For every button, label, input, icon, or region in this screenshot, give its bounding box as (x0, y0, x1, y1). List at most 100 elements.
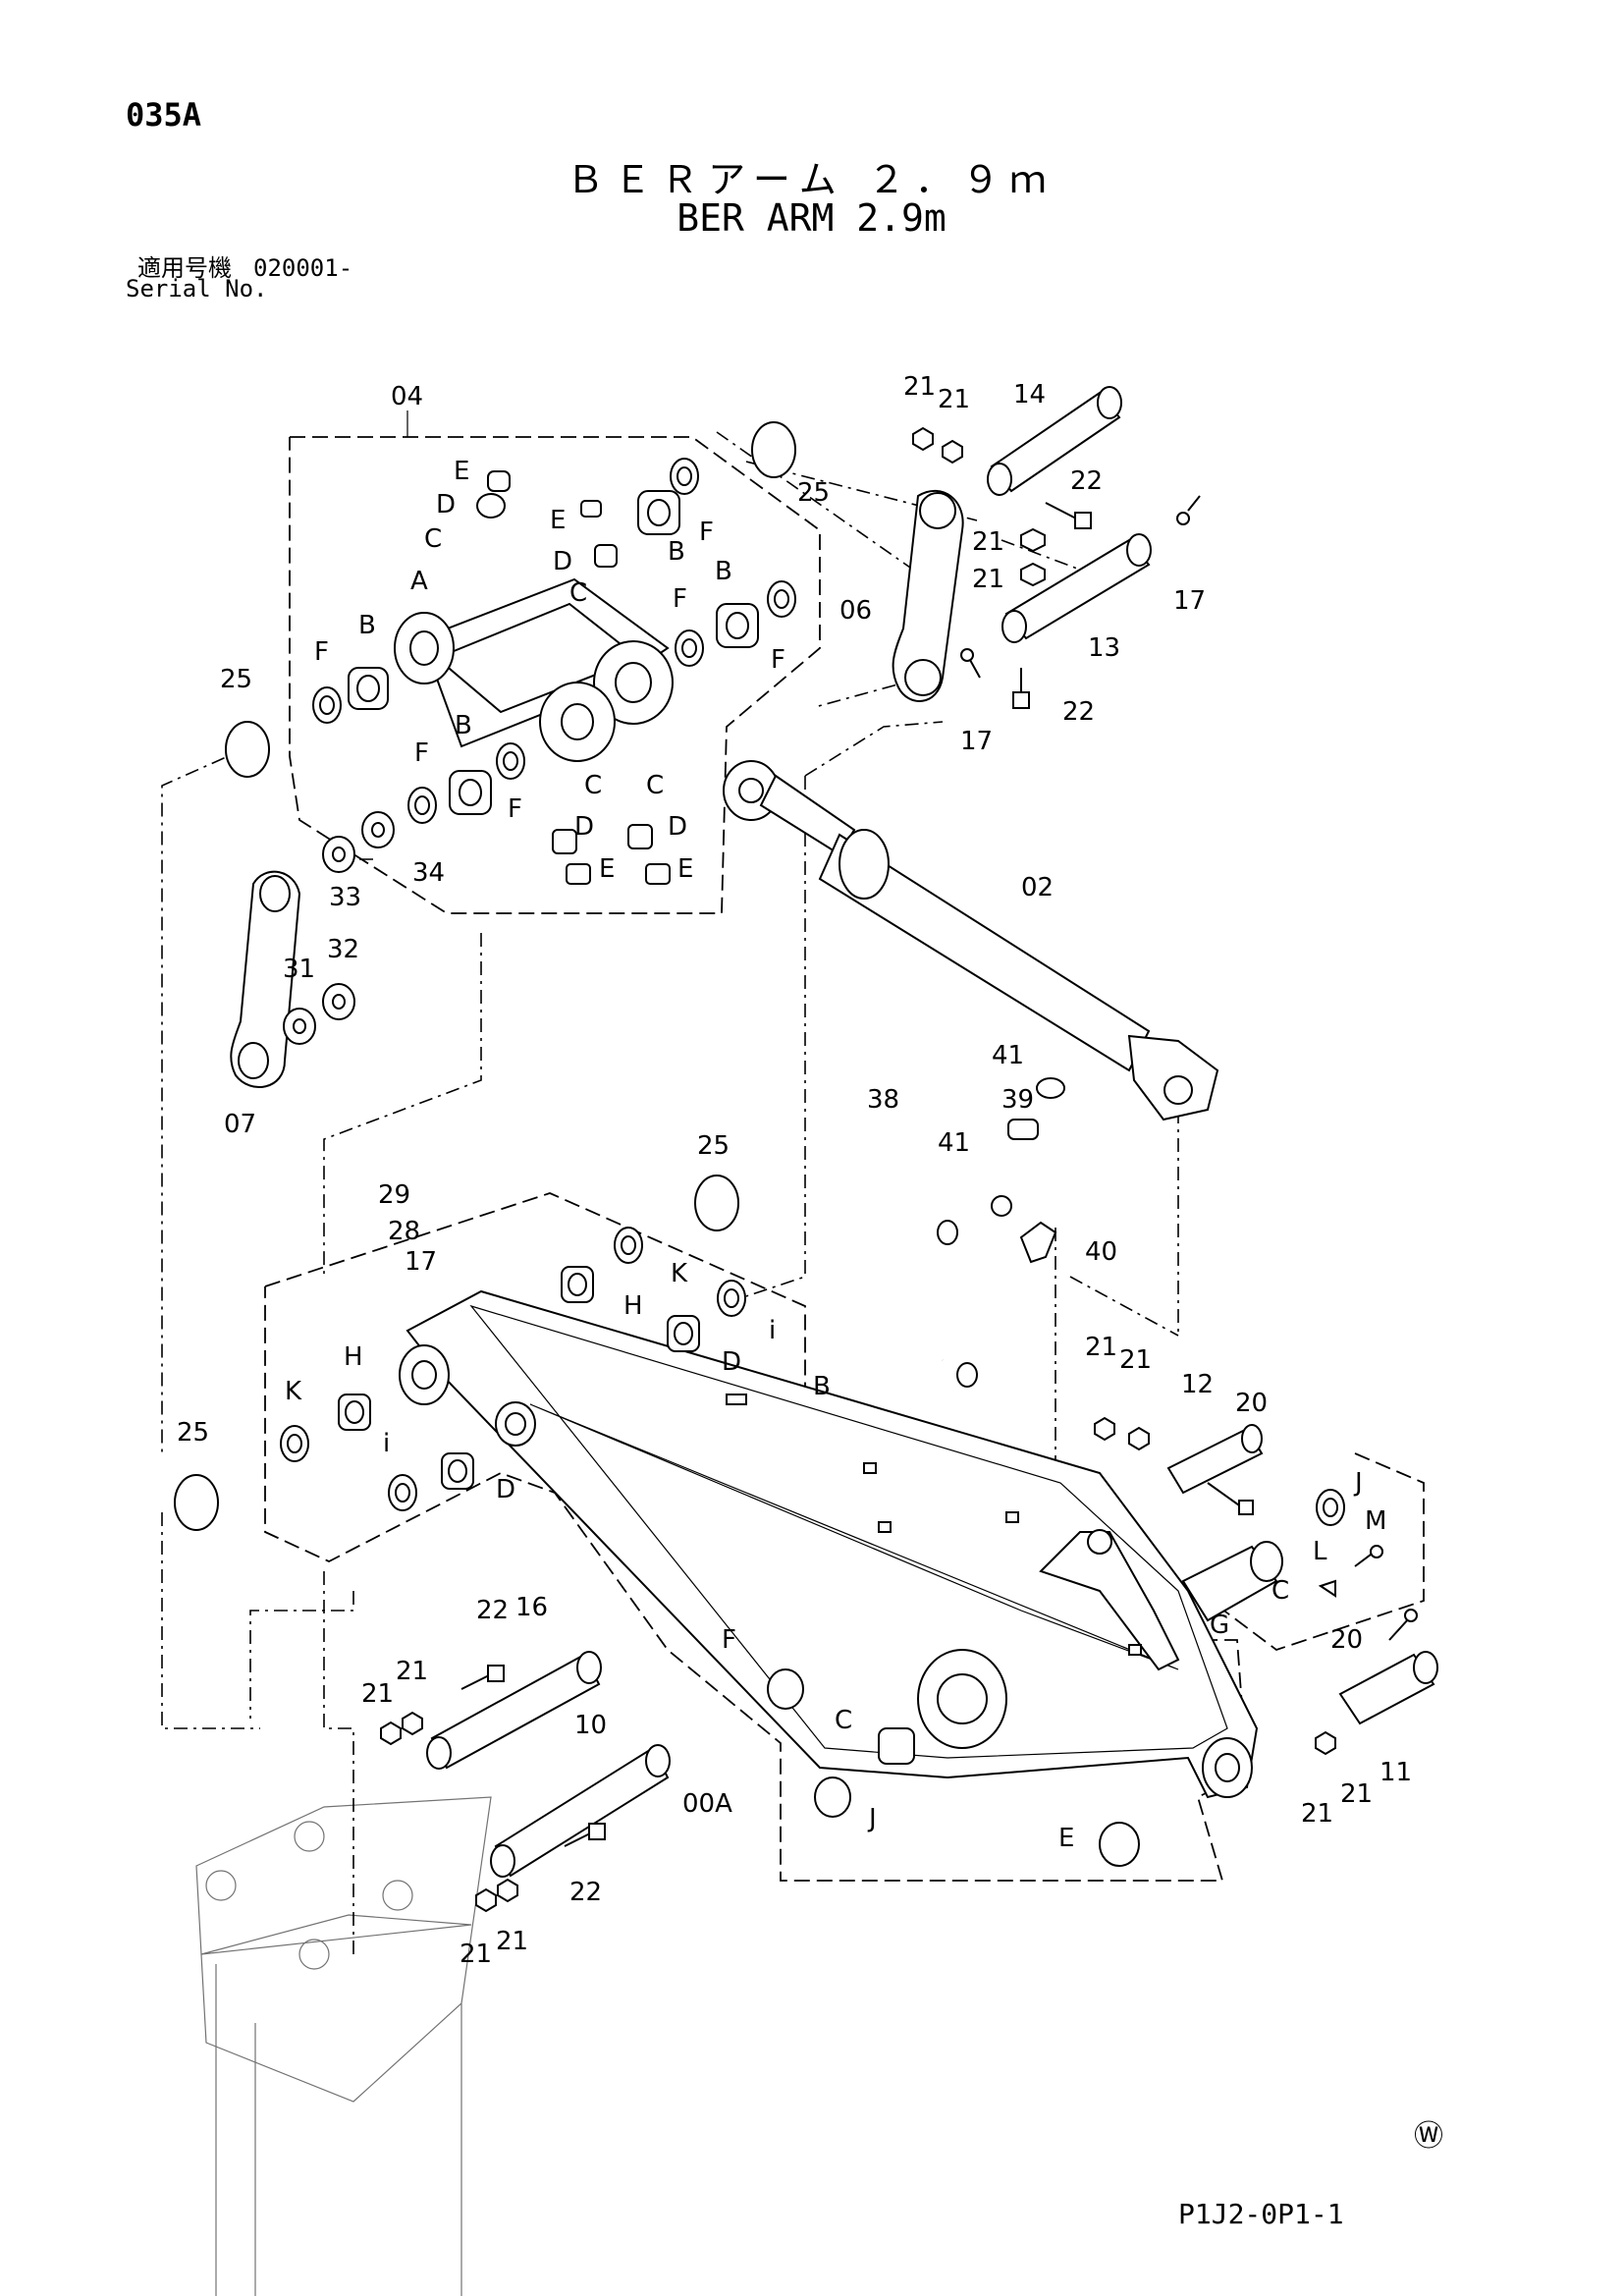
fittings-39-41 (991, 1077, 1065, 1264)
callout: D (668, 812, 687, 842)
bushings-group-04 (312, 458, 796, 885)
pin-16 (426, 1651, 602, 1770)
hose-38 (827, 1175, 978, 1388)
callout: E (1058, 1824, 1074, 1853)
bushings-arm-left (280, 1227, 1140, 1867)
callout: i (769, 1316, 776, 1345)
leader-dash (323, 933, 482, 1277)
callout: 21 (972, 565, 1004, 594)
callout: 21 (903, 372, 936, 402)
arm-main-body (399, 1289, 1259, 1799)
callout: 21 (1301, 1799, 1333, 1829)
callout: 40 (1085, 1237, 1117, 1267)
callout-labels: 04 25 21 21 14 22 E D C E F B B D C F 21… (177, 372, 1412, 1969)
callout: 21 (396, 1657, 428, 1686)
callout: B (813, 1372, 831, 1401)
callout: 41 (938, 1128, 970, 1158)
callout: C (1271, 1576, 1289, 1606)
callout: 34 (412, 858, 445, 888)
callout: 22 (476, 1596, 509, 1625)
callout: 21 (496, 1927, 528, 1956)
callout: 25 (177, 1418, 209, 1448)
callout: i (383, 1429, 390, 1458)
callout: J (1353, 1468, 1363, 1498)
callout: M (1365, 1506, 1386, 1536)
callout: E (677, 854, 693, 884)
callout: D (574, 812, 594, 842)
callout: F (314, 637, 329, 667)
callout: F (414, 738, 429, 768)
leader-dash (716, 431, 914, 571)
callout: J (867, 1804, 877, 1833)
bolts-nuts-bottom (380, 1665, 606, 1913)
bucket-reference-outline (195, 1796, 492, 2296)
link-04-body (394, 577, 674, 762)
callout: L (1313, 1537, 1327, 1566)
title-english: BER ARM 2.9m (676, 196, 947, 240)
leader-dash (804, 721, 944, 777)
callout: 22 (1062, 697, 1095, 727)
group-outline-right (1197, 1452, 1425, 1652)
callout: 31 (283, 955, 315, 984)
leader-dash (161, 745, 251, 1453)
o-ring-25 (751, 421, 796, 478)
link-07 (230, 870, 301, 1088)
callout: D (436, 490, 456, 519)
callout: 17 (960, 727, 993, 756)
callout: 10 (574, 1711, 607, 1740)
callout: 00A (682, 1789, 732, 1819)
leader-dash (161, 1512, 260, 1729)
callout: C (646, 771, 664, 800)
callout: 21 (361, 1679, 394, 1709)
callout: D (496, 1475, 515, 1504)
callout: F (699, 518, 714, 547)
callout: B (668, 537, 685, 567)
callout: F (508, 794, 522, 824)
callout: 17 (1173, 586, 1206, 616)
callout: 04 (391, 382, 423, 411)
o-ring-25 (174, 1474, 219, 1531)
link-06 (892, 490, 964, 702)
callout: H (344, 1342, 363, 1372)
callout: 06 (839, 596, 872, 626)
callout: F (771, 645, 785, 675)
o-ring-25 (225, 721, 270, 778)
serial-label-english: Serial No. (126, 275, 268, 302)
leader-dash (745, 776, 806, 1297)
callout: 22 (1070, 466, 1103, 496)
pin-14 (987, 386, 1122, 496)
callout: 12 (1181, 1370, 1214, 1399)
callout: C (569, 578, 587, 608)
washers-31-34 (283, 811, 395, 1045)
callout: 21 (460, 1940, 492, 1969)
cylinder-02 (723, 760, 1219, 1121)
callout: 41 (992, 1041, 1024, 1070)
callout: G (1210, 1611, 1229, 1640)
callout: K (285, 1377, 302, 1406)
o-ring-25 (694, 1175, 739, 1231)
group-outline-04 (289, 436, 821, 914)
callout: 14 (1013, 380, 1046, 410)
callout: A (410, 567, 428, 596)
pin-13 (1001, 533, 1152, 643)
callout: 20 (1330, 1625, 1363, 1655)
callout: 02 (1021, 873, 1054, 902)
serial-label-jp: 適用号機 (137, 254, 232, 282)
callout: E (599, 854, 615, 884)
callout: 17 (405, 1247, 437, 1277)
callout: K (671, 1259, 688, 1288)
w-stamp-icon: Ⓦ (1414, 2119, 1443, 2154)
pin-10 (490, 1744, 671, 1878)
callout: D (553, 547, 572, 576)
callout: B (358, 611, 376, 640)
callout: D (722, 1347, 741, 1377)
leader-dash (1069, 1276, 1179, 1337)
callout: 16 (515, 1593, 548, 1622)
callout: 22 (569, 1878, 602, 1907)
callout: 21 (1119, 1345, 1152, 1375)
callout: 28 (388, 1217, 420, 1246)
callout: 11 (1380, 1758, 1412, 1787)
callout: 25 (697, 1131, 730, 1161)
